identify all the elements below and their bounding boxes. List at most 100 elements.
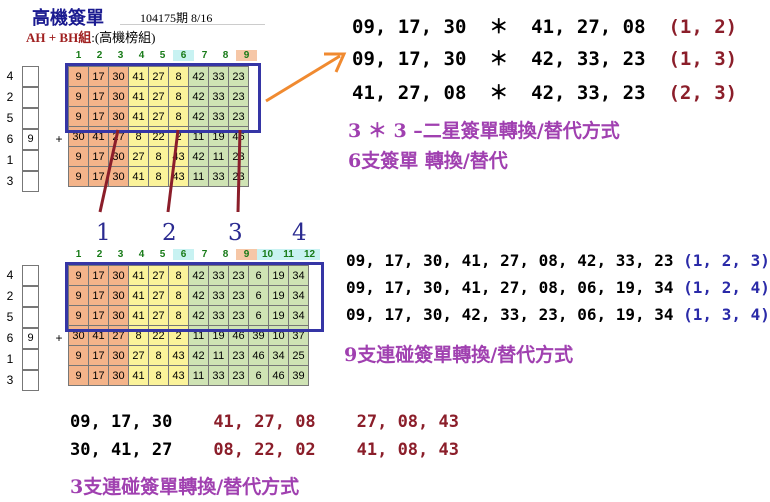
number-cell: 30	[108, 265, 129, 286]
number-cell: 33	[208, 305, 229, 326]
column-header: 3	[117, 249, 124, 260]
row-box	[22, 265, 39, 286]
column-header: 5	[159, 249, 166, 260]
number-cell: 30	[108, 166, 129, 187]
desc-nine-ticket: 9支連碰簽單轉換/替代方式	[344, 344, 574, 366]
number-cell: 33	[208, 106, 229, 127]
page-title: 高機簽單	[32, 8, 104, 29]
number-cell: 9	[68, 305, 89, 326]
row-label: 2	[6, 90, 14, 104]
column-header: 2	[96, 249, 103, 260]
number-cell: 30	[108, 106, 129, 127]
column-header: 8	[222, 249, 229, 260]
row-box: 9	[22, 328, 39, 349]
number-cell: 34	[288, 265, 309, 286]
column-header: 6	[173, 50, 194, 61]
row-label: 6	[6, 331, 14, 345]
number-cell: 17	[88, 265, 109, 286]
number-cell: 34	[268, 345, 289, 366]
number-cell: 39	[288, 365, 309, 386]
column-header: 10	[257, 249, 278, 260]
bottom-row-2: 30, 41, 27 08, 22, 02 41, 08, 43	[70, 440, 459, 460]
number-cell: 27	[128, 345, 149, 366]
number-cell: 6	[248, 285, 269, 306]
column-header: 7	[201, 50, 208, 61]
number-cell: 11	[208, 345, 229, 366]
combo-line-1: 09, 17, 30 ＊ 41, 27, 08 (1, 2)	[352, 16, 738, 38]
number-cell: 33	[208, 66, 229, 87]
number-cell: 23	[228, 365, 249, 386]
number-cell: 30	[108, 146, 129, 167]
number-cell: 19	[268, 265, 289, 286]
plus-sign: +	[55, 331, 63, 345]
number-cell: 30	[108, 66, 129, 87]
combo-line-3: 41, 27, 08 ＊ 42, 33, 23 (2, 3)	[352, 82, 738, 104]
number-cell: 17	[88, 345, 109, 366]
number-cell: 42	[188, 146, 209, 167]
number-cell: 43	[168, 345, 189, 366]
column-header: 1	[75, 50, 82, 61]
number-cell: 11	[188, 166, 209, 187]
column-header: 7	[201, 249, 208, 260]
row-box	[22, 108, 39, 129]
column-header: 5	[159, 50, 166, 61]
number-cell: 42	[188, 66, 209, 87]
row-box	[22, 370, 39, 391]
column-header: 3	[117, 50, 124, 61]
number-cell: 42	[188, 345, 209, 366]
row-box	[22, 66, 39, 87]
number-cell: 8	[168, 106, 189, 127]
period-label: 104175期 8/16	[140, 11, 213, 25]
combo9-line-1: 09, 17, 30, 41, 27, 08, 42, 33, 23 (1, 2…	[346, 251, 770, 270]
number-cell: 17	[88, 66, 109, 87]
number-cell: 41	[128, 305, 149, 326]
number-cell: 43	[168, 365, 189, 386]
row-label: 5	[6, 310, 14, 324]
row-box	[22, 349, 39, 370]
number-cell: 23	[228, 345, 249, 366]
number-cell: 27	[148, 66, 169, 87]
row-label: 4	[6, 69, 14, 83]
row-label: 4	[6, 268, 14, 282]
number-cell: 46	[248, 345, 269, 366]
number-cell: 25	[288, 345, 309, 366]
number-cell: 11	[188, 365, 209, 386]
number-cell: 46	[268, 365, 289, 386]
number-cell: 17	[88, 166, 109, 187]
row-box: 9	[22, 129, 39, 150]
group-label: AH + BH組:(高機榜組)	[26, 27, 155, 46]
row-label: 5	[6, 111, 14, 125]
number-cell: 42	[188, 106, 209, 127]
group-label-4: 4	[292, 220, 307, 246]
number-cell: 17	[88, 86, 109, 107]
arrow-icon	[265, 52, 347, 103]
plus-sign: +	[55, 132, 63, 146]
number-cell: 19	[268, 285, 289, 306]
row-box	[22, 307, 39, 328]
number-cell: 17	[88, 305, 109, 326]
number-cell: 30	[108, 365, 129, 386]
number-cell: 6	[248, 305, 269, 326]
column-header: 2	[96, 50, 103, 61]
selection-box	[65, 63, 261, 133]
number-cell: 9	[68, 265, 89, 286]
connector-lines	[98, 129, 242, 213]
column-header: 8	[222, 50, 229, 61]
group-name: AH + BH組	[26, 30, 92, 45]
column-header: 9	[236, 50, 257, 61]
number-cell: 34	[288, 285, 309, 306]
column-header: 4	[138, 249, 145, 260]
number-cell: 33	[208, 265, 229, 286]
number-cell: 30	[108, 305, 129, 326]
row-label: 2	[6, 289, 14, 303]
number-cell: 8	[168, 265, 189, 286]
number-cell: 23	[228, 265, 249, 286]
column-header: 6	[173, 249, 194, 260]
combo9-line-2: 09, 17, 30, 41, 27, 08, 06, 19, 34 (1, 2…	[346, 278, 770, 297]
row-box	[22, 87, 39, 108]
number-cell: 8	[148, 345, 169, 366]
number-cell: 33	[208, 285, 229, 306]
